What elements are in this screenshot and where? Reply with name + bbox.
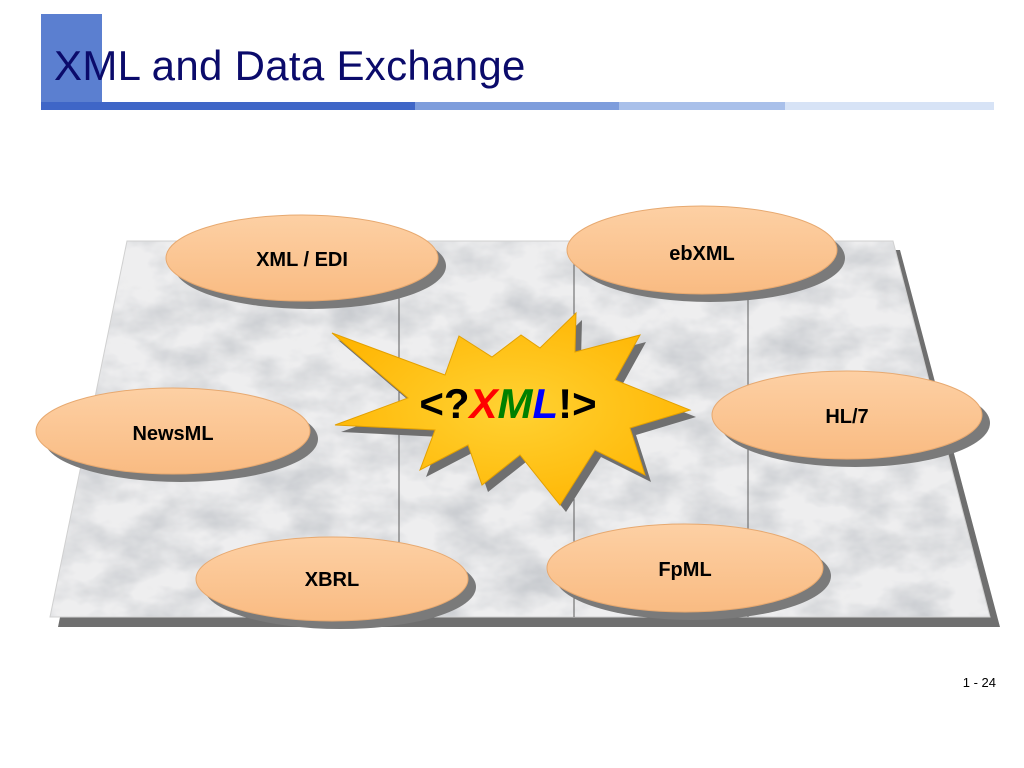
node-label-xml-edi: XML / EDI bbox=[256, 249, 348, 271]
node-label-newsml: NewsML bbox=[132, 423, 213, 445]
node-label-xbrl: XBRL bbox=[305, 569, 359, 591]
node-label-hl7: HL/7 bbox=[825, 406, 868, 428]
node-newsml: NewsML bbox=[35, 387, 318, 482]
node-xml-edi: XML / EDI bbox=[165, 214, 446, 309]
burst-letter-l: L bbox=[533, 380, 559, 427]
burst-prefix: <? bbox=[419, 380, 469, 427]
node-ebxml: ebXML bbox=[566, 205, 845, 302]
slide-number: 1 - 24 bbox=[962, 675, 996, 690]
node-label-ebxml: ebXML bbox=[669, 243, 735, 265]
xml-burst-label: <?XML!> bbox=[419, 380, 596, 427]
burst-suffix: !> bbox=[558, 380, 597, 427]
title-accent-block bbox=[41, 14, 102, 106]
slide-title: XML and Data Exchange bbox=[54, 42, 526, 89]
burst-letter-m: M bbox=[498, 380, 534, 427]
xml-starburst: <?XML!> bbox=[331, 311, 696, 512]
node-label-fpml: FpML bbox=[658, 559, 711, 581]
node-fpml: FpML bbox=[546, 523, 831, 620]
burst-letter-x: X bbox=[468, 380, 501, 427]
node-hl7: HL/7 bbox=[711, 370, 990, 467]
node-xbrl: XBRL bbox=[195, 536, 476, 629]
title-underline bbox=[41, 102, 994, 110]
